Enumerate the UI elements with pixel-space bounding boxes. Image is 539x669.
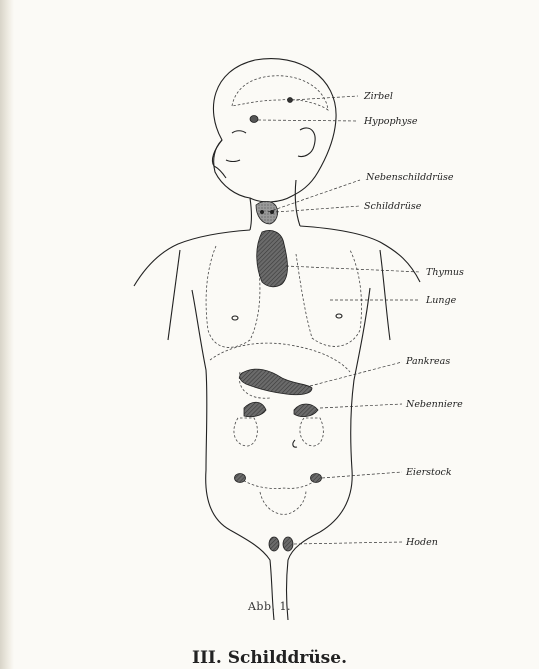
pankreas-gland (240, 369, 312, 395)
eierstock-right (311, 474, 322, 483)
body-outline (134, 59, 420, 620)
label-schilddruese: Schilddrüse (364, 201, 422, 212)
hypophyse-gland (250, 116, 258, 123)
gland-labels: Zirbel Hypophyse Nebenschilddrüse Schild… (363, 91, 464, 548)
eierstock-left (235, 474, 246, 483)
section-heading: III. Schilddrüse. (0, 648, 539, 668)
label-hypophyse: Hypophyse (363, 116, 418, 127)
label-eierstock: Eierstock (405, 467, 452, 478)
thymus-gland (257, 231, 288, 287)
zirbel-gland (288, 98, 293, 103)
leader-lines (258, 96, 420, 544)
label-lunge: Lunge (425, 295, 457, 306)
figure-caption: Abb. 1. (0, 600, 539, 613)
nebenniere-left (244, 402, 266, 417)
label-zirbel: Zirbel (363, 91, 393, 102)
label-nebenniere: Nebenniere (405, 399, 463, 410)
schilddruese-gland (256, 201, 278, 224)
label-hoden: Hoden (405, 537, 438, 548)
nebenschilddruese-gland (260, 210, 263, 213)
label-pankreas: Pankreas (405, 356, 450, 367)
nebenniere-right (294, 404, 318, 417)
hoden-right (283, 537, 293, 551)
organ-outlines-dashed (206, 76, 361, 515)
label-nebenschilddruese: Nebenschilddrüse (365, 172, 454, 183)
hoden-left (269, 537, 279, 551)
label-thymus: Thymus (426, 267, 464, 278)
